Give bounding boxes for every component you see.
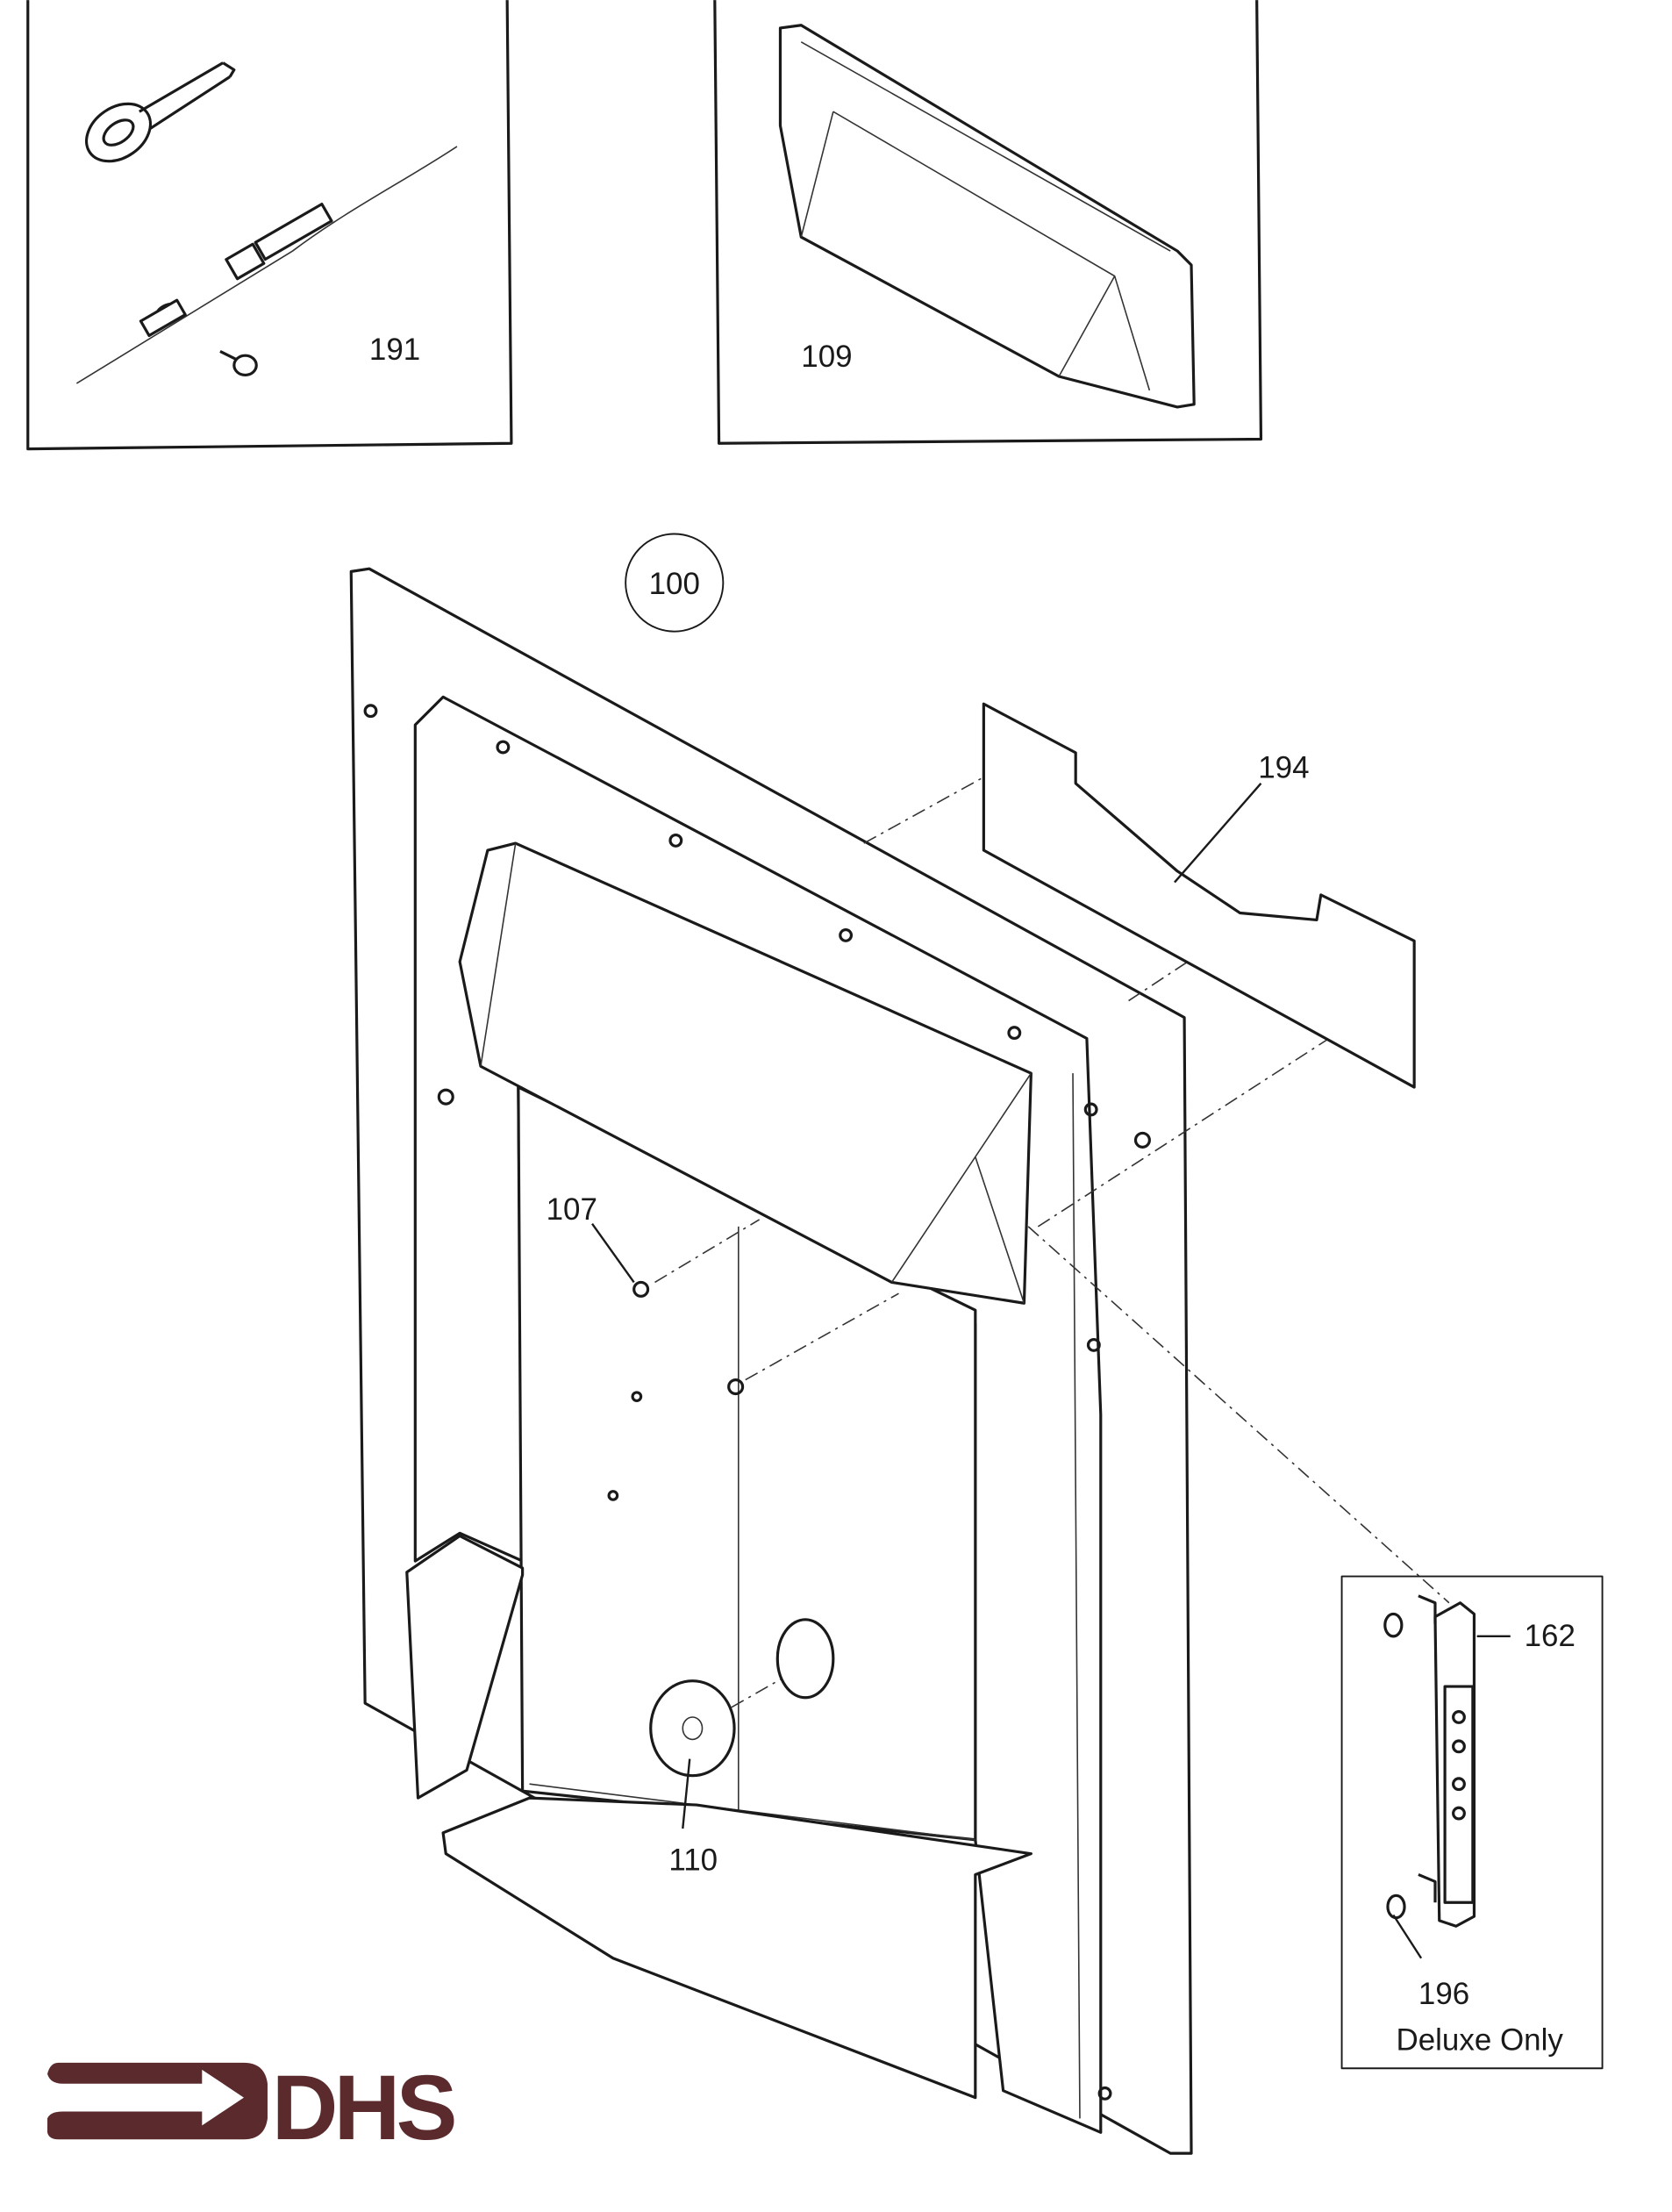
hood-part	[778, 24, 1196, 409]
callout-191: 191	[369, 333, 420, 367]
inset-162-deluxe: 162 196 Deluxe Only	[1340, 1575, 1604, 2070]
bracket-194: 194	[982, 702, 1416, 1089]
callout-196: 196	[1418, 1977, 1469, 2011]
assembly-callout-100: 100	[625, 533, 725, 633]
dhs-logo: DHS	[47, 2057, 458, 2159]
inset-109: 109	[713, 0, 1263, 445]
callout-107-group: 107	[547, 1192, 635, 1284]
inset-191: 191	[26, 0, 513, 451]
eye-bolt-icon	[84, 61, 236, 163]
svg-text:100: 100	[649, 567, 700, 601]
callout-109: 109	[801, 340, 852, 374]
grommet-110	[649, 1618, 835, 1778]
callout-110: 110	[668, 1843, 718, 1878]
deluxe-only-note: Deluxe Only	[1397, 2023, 1564, 2058]
callout-107: 107	[547, 1192, 597, 1227]
callout-162: 162	[1525, 1619, 1576, 1653]
svg-text:DHS: DHS	[272, 2057, 454, 2159]
callout-194: 194	[1258, 750, 1309, 784]
main-panel	[349, 567, 1450, 2155]
screw-holes	[363, 704, 1151, 2101]
cable-icon	[75, 146, 458, 384]
callout-110-group: 110	[668, 1758, 718, 1878]
